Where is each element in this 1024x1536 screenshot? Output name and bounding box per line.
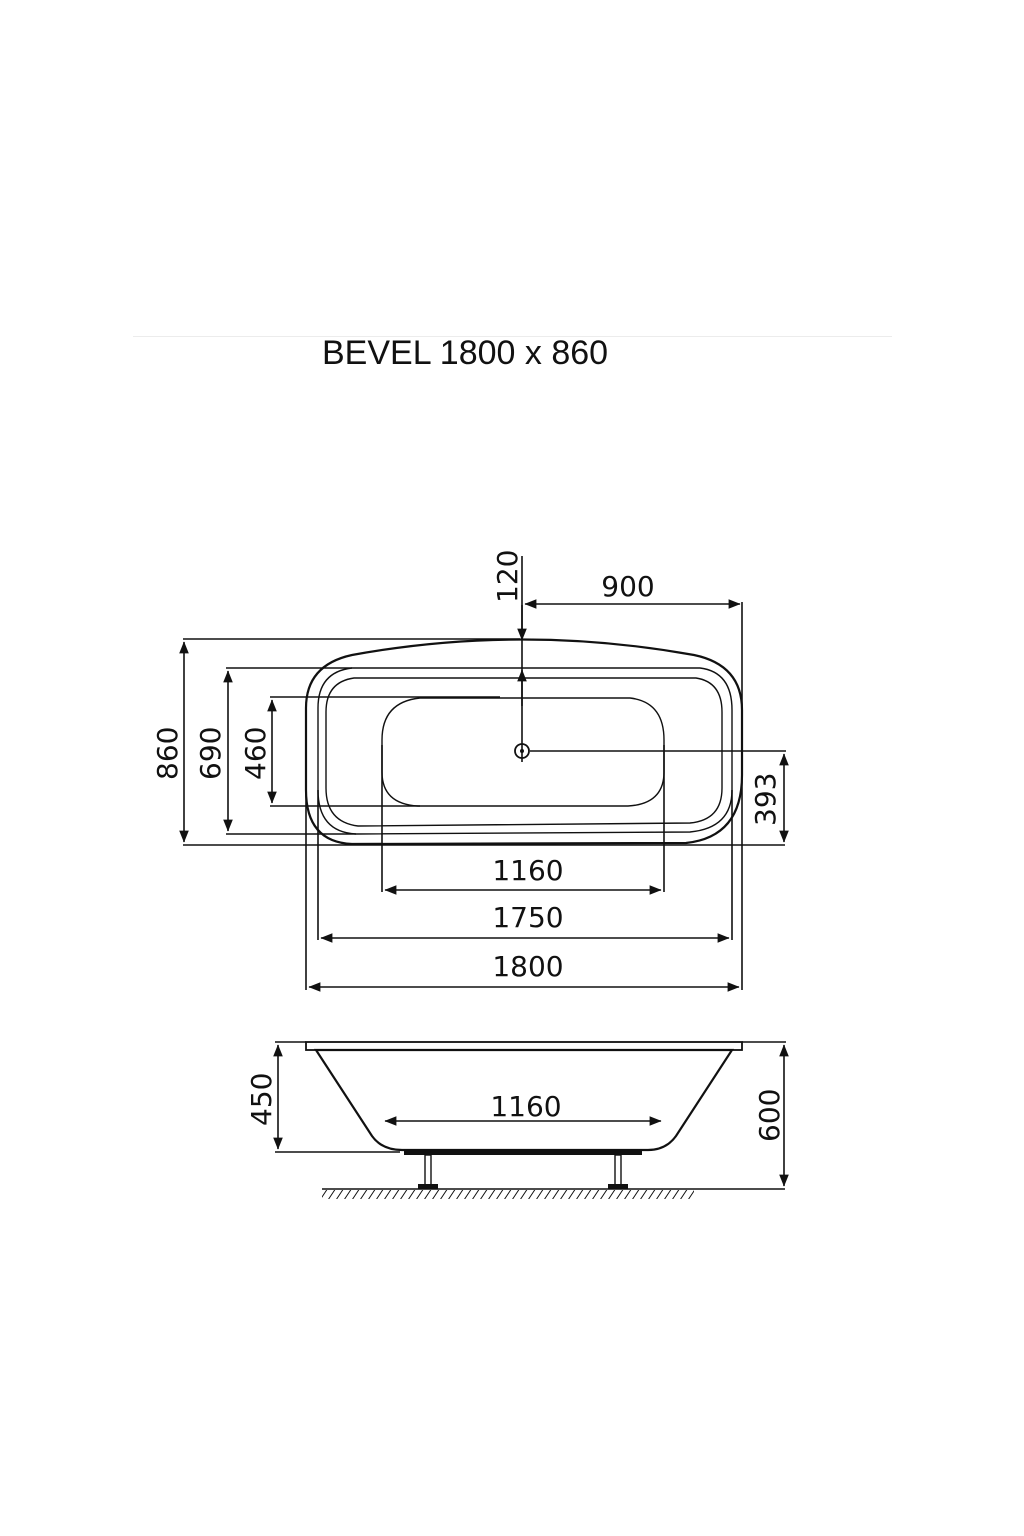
tub-foot-left <box>424 1154 432 1187</box>
tub-bottom-outline <box>381 697 665 807</box>
dim-label-393: 393 <box>749 773 782 826</box>
dim-label-600: 600 <box>753 1089 786 1142</box>
tub-foot-right <box>614 1154 622 1187</box>
tub-foot-pad-right <box>608 1184 628 1189</box>
dim-label-860: 860 <box>151 727 184 780</box>
dim-label-460: 460 <box>239 727 272 780</box>
dim-label-1800: 1800 <box>492 950 563 983</box>
side-view: 450 600 1160 <box>245 1041 789 1199</box>
tub-foot-pad-left <box>418 1184 438 1189</box>
tub-outer-outline <box>304 638 744 846</box>
floor-hatching <box>322 1190 694 1199</box>
tub-frame <box>404 1150 642 1155</box>
drawing-title: BEVEL 1800 x 860 <box>322 334 609 372</box>
dim-label-1160-plan: 1160 <box>492 854 563 887</box>
tub-rim-side <box>305 1041 743 1051</box>
title-divider <box>133 336 892 337</box>
dim-label-450: 450 <box>245 1073 278 1126</box>
dim-label-1160-side: 1160 <box>490 1090 561 1123</box>
dim-label-900: 900 <box>601 570 654 603</box>
tub-rim-line-inner <box>325 677 723 827</box>
dim-label-1750: 1750 <box>492 901 563 934</box>
dim-label-120: 120 <box>491 550 524 603</box>
plan-view: 120 900 860 690 460 393 <box>151 550 789 992</box>
dim-label-690: 690 <box>194 727 227 780</box>
tub-rim-line-outer <box>317 667 733 835</box>
